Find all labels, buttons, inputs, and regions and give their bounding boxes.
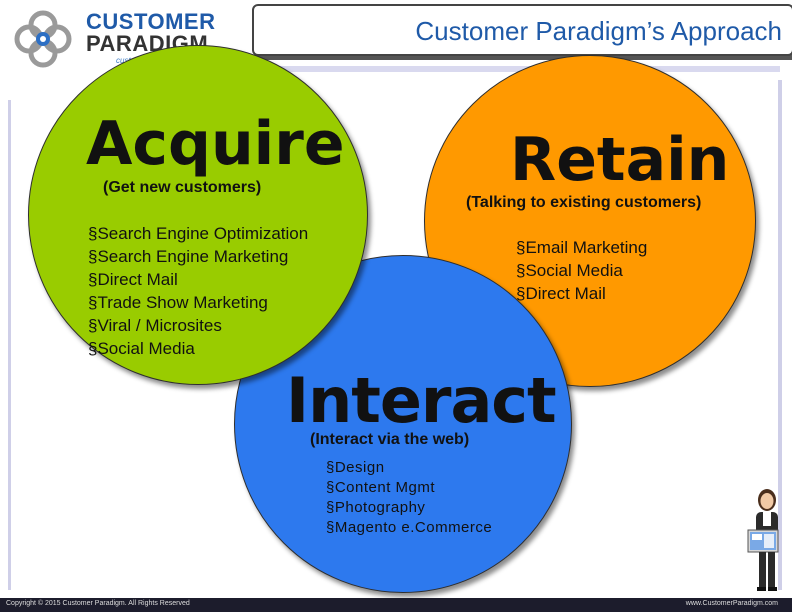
list-item: Search Engine Marketing	[88, 245, 308, 268]
retain-heading: Retain	[510, 125, 730, 195]
footer-website-link[interactable]: www.CustomerParadigm.com	[685, 600, 778, 607]
footer-copyright: Copyright © 2015 Customer Paradigm. All …	[6, 600, 190, 607]
acquire-tactics-list: Search Engine Optimization Search Engine…	[88, 222, 308, 360]
list-item: Social Media	[516, 259, 647, 282]
customer-paradigm-logo: CUSTOMER PARADIGM customer centric media	[6, 4, 216, 68]
slide-title: Customer Paradigm’s Approach	[415, 16, 782, 46]
retain-subtitle: (Talking to existing customers)	[466, 194, 702, 211]
footer-bar	[0, 598, 792, 612]
acquire-subtitle: (Get new customers)	[103, 179, 262, 196]
logo-flower-icon	[14, 10, 72, 68]
list-item: Search Engine Optimization	[88, 222, 308, 245]
list-item: Design	[326, 458, 492, 478]
list-item: Trade Show Marketing	[88, 291, 308, 314]
list-item: Content Mgmt	[326, 478, 492, 498]
interact-subtitle: (Interact via the web)	[310, 431, 470, 448]
list-item: Magento e.Commerce	[326, 518, 492, 538]
retain-tactics-list: Email Marketing Social Media Direct Mail	[516, 236, 647, 305]
acquire-heading: Acquire	[86, 109, 345, 179]
right-decorative-rule	[778, 80, 782, 590]
list-item: Photography	[326, 498, 492, 518]
interact-tactics-list: Design Content Mgmt Photography Magento …	[326, 458, 492, 538]
list-item: Social Media	[88, 337, 308, 360]
title-banner: Customer Paradigm’s Approach	[252, 4, 792, 56]
left-decorative-rule	[8, 100, 11, 590]
logo-text-customer: CUSTOMER	[86, 9, 216, 34]
list-item: Direct Mail	[516, 282, 647, 305]
list-item: Email Marketing	[516, 236, 647, 259]
person-with-laptop-icon	[747, 489, 779, 591]
title-underline-rule	[252, 66, 780, 72]
interact-heading: Interact	[286, 364, 557, 437]
list-item: Direct Mail	[88, 268, 308, 291]
list-item: Viral / Microsites	[88, 314, 308, 337]
